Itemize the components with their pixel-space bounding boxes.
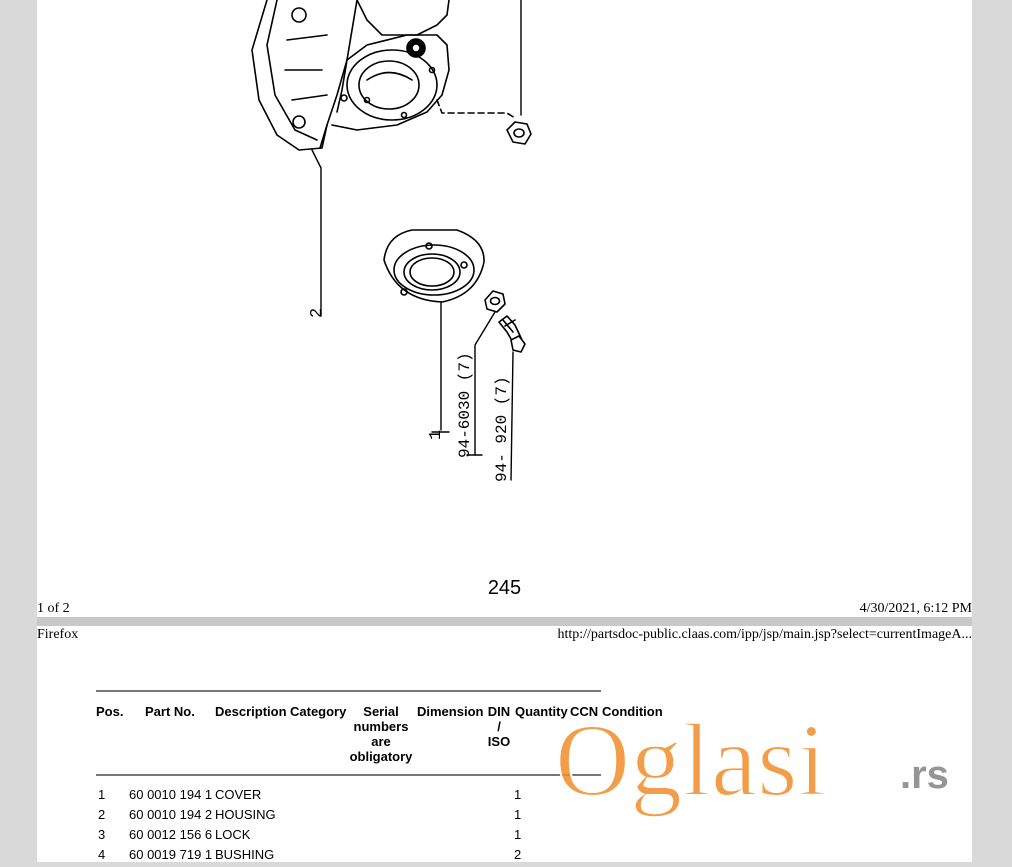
- col-header-description: Description: [215, 704, 287, 719]
- cell-part-no: 60 0019 719 1: [129, 847, 213, 862]
- col-header-din-iso: DIN/ISO: [487, 704, 511, 749]
- cell-quantity: 1: [514, 827, 522, 842]
- cell-part-no: 60 0012 156 6: [129, 827, 213, 842]
- print-header-app: Firefox: [37, 627, 79, 642]
- print-page-count: 1 of 2: [37, 601, 70, 616]
- print-datetime: 4/30/2021, 6:12 PM: [859, 601, 972, 616]
- callout-ref-a: 94-6030 (7): [456, 352, 474, 458]
- callout-pos-2: 2: [308, 308, 327, 318]
- document-page-1: 2 1 94-6030 (7) 94- 920 (7) 245 1 of 2 4…: [37, 0, 972, 617]
- document-page-2: Firefox http://partsdoc-public.claas.com…: [37, 626, 972, 862]
- flange-part-drawing: [383, 229, 485, 303]
- housing-part-drawing: [251, 0, 450, 151]
- exploded-view-drawing: 2 1 94-6030 (7) 94- 920 (7): [251, 0, 532, 482]
- cell-part-no: 60 0010 194 2: [129, 807, 213, 822]
- nut-bottom-drawing: [484, 290, 506, 313]
- table-top-rule: [96, 690, 601, 692]
- cell-pos: 1: [98, 787, 106, 802]
- cell-quantity: 1: [514, 787, 522, 802]
- callout-ref-b: 94- 920 (7): [493, 376, 511, 482]
- col-header-pos: Pos.: [96, 704, 124, 719]
- cell-description: COVER: [215, 787, 262, 802]
- cell-pos: 2: [98, 807, 106, 822]
- cell-description: HOUSING: [215, 807, 276, 822]
- page-separator: [37, 617, 972, 626]
- cell-pos: 3: [98, 827, 106, 842]
- print-header-url: http://partsdoc-public.claas.com/ipp/jsp…: [557, 627, 972, 642]
- col-header-category: Category: [290, 704, 347, 719]
- callout-pos-1: 1: [427, 430, 446, 440]
- table-header-rule: [96, 774, 601, 776]
- cell-quantity: 2: [514, 847, 522, 862]
- col-header-part-no: Part No.: [145, 704, 195, 719]
- bolt-drawing: [498, 315, 526, 353]
- cell-part-no: 60 0010 194 1: [129, 787, 213, 802]
- cell-pos: 4: [98, 847, 106, 862]
- col-header-dimension: Dimension: [417, 704, 484, 719]
- cell-quantity: 1: [514, 807, 522, 822]
- col-header-ccn: CCN: [570, 704, 599, 719]
- col-header-quantity: Quantity: [515, 704, 568, 719]
- drawing-page-number: 245: [487, 577, 522, 599]
- nut-top-drawing: [506, 121, 532, 145]
- col-header-condition: Condition: [602, 704, 663, 719]
- cell-description: LOCK: [215, 827, 251, 842]
- cell-description: BUSHING: [215, 847, 275, 862]
